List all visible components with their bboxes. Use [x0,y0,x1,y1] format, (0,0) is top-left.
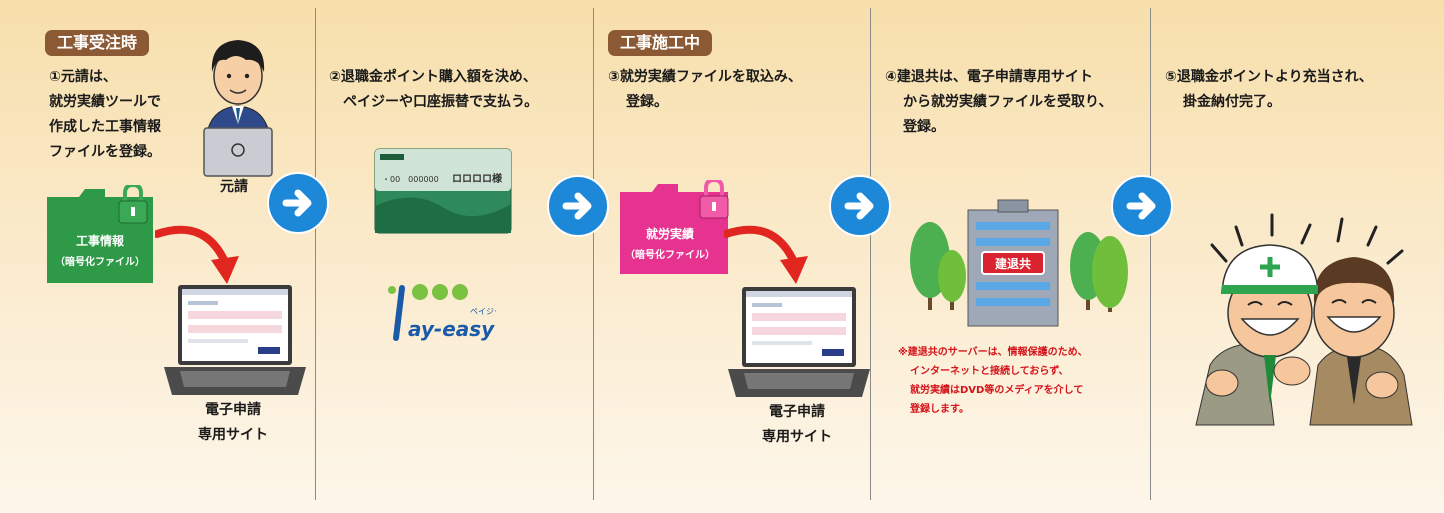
laptop-icon [164,285,306,395]
contractor-label: 元請 [220,179,248,195]
step-3-text: ③就労実績ファイルを取込み、 登録。 [608,65,802,115]
e-application-site-label: 電子申請 専用サイト [752,400,842,450]
step-line: 掛金納付完了。 [1183,94,1281,110]
e-application-site-label: 電子申請 専用サイト [188,398,278,448]
note-line: 就労実績はDVD等のメディアを介して [910,385,1084,396]
phase-badge-construction: 工事施工中 [608,30,713,56]
step-1-text: ①元請は、 就労実績ツールで 作成した工事情報 ファイルを登録。 [49,65,161,165]
card-name: ロロロロ様 [452,172,503,185]
step-5-text: ⑤退職金ポイントより充当され、 掛金納付完了。 [1165,65,1373,115]
laptop-icon [728,287,870,397]
folder-sublabel: （暗号化ファイル） [55,255,145,268]
step-line: 作成した工事情報 [49,119,161,135]
server-note: ※建退共のサーバーは、情報保護のため、 インターネットと接続しておらず、 就労実… [898,343,1088,419]
bank-card-icon: ・00 000000 ロロロロ様 [374,148,512,234]
step-line: ⑤退職金ポイントより充当され、 [1165,69,1373,85]
step-line: ファイルを登録。 [49,144,161,160]
note-line: 登録します。 [910,404,969,415]
step-line: 登録。 [626,94,668,110]
folder-label: 就労実績 [646,226,694,241]
caption-line: 電子申請 [205,402,261,418]
contractor-person-illustration [203,40,273,177]
step-line: ②退職金ポイント購入額を決め、 [329,69,537,85]
step-line: から就労実績ファイルを受取り、 [903,94,1113,110]
arrow-right-icon [267,172,329,234]
phase-badge-order: 工事受注時 [45,30,150,56]
kentaikyo-building-illustration: 建退共 [910,199,1128,327]
folder-label: 工事情報 [76,233,125,248]
caption-line: 電子申請 [769,404,825,420]
caption-line: 専用サイト [762,429,832,445]
folder-sublabel: （暗号化ファイル） [625,248,715,261]
arrow-right-icon [547,175,609,237]
folder-icon-construction-info: 工事情報 （暗号化ファイル） [47,185,153,283]
step-line: ①元請は、 [49,69,117,85]
arrow-right-icon [829,175,891,237]
happy-workers-illustration [1195,213,1413,426]
step-4-text: ④建退共は、電子申請専用サイト から就労実績ファイルを受取り、 登録。 [885,65,1112,140]
card-number: ・00 000000 [382,175,439,184]
step-line: ④建退共は、電子申請専用サイト [885,69,1093,85]
step-line: 登録。 [903,119,945,135]
column-divider [593,8,594,500]
column-divider [315,8,316,500]
payeasy-text: ay-easy [408,317,495,341]
step-line: ③就労実績ファイルを取込み、 [608,69,802,85]
note-line: インターネットと接続しておらず、 [910,366,1069,377]
folder-icon-work-record: 就労実績 （暗号化ファイル） [620,180,729,274]
step-line: ペイジーや口座振替で支払う。 [343,94,539,110]
note-line: ※建退共のサーバーは、情報保護のため、 [898,347,1088,358]
column-divider [870,8,871,500]
caption-line: 専用サイト [198,427,268,443]
building-sign: 建退共 [994,256,1031,271]
step-2-text: ②退職金ポイント購入額を決め、 ペイジーや口座振替で支払う。 [329,65,538,115]
step-line: 就労実績ツールで [49,94,161,110]
upload-arrow [155,225,239,284]
arrow-right-icon [1111,175,1173,237]
payeasy-sublabel: ペイジー [470,307,496,316]
column-divider [1150,8,1151,500]
upload-arrow [724,225,808,284]
payeasy-logo: ペイジー ay-easy [388,284,496,341]
